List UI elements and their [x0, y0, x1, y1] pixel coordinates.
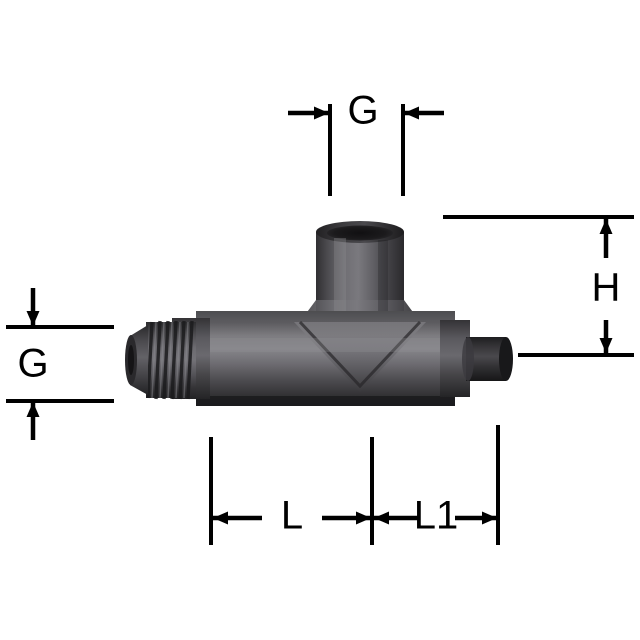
dim-label-l1: L1 [414, 494, 459, 538]
dim-label-g-left: G [17, 342, 48, 386]
branch-junction-vee [294, 322, 426, 392]
branch-bore [327, 225, 393, 241]
tee-fitting-illustration [125, 221, 513, 406]
male-threaded-end [125, 320, 196, 400]
dim-label-l: L [281, 494, 303, 538]
dimension-l-bottom: L [209, 437, 374, 545]
dim-label-h: H [592, 266, 621, 310]
dimension-l1-bottom: L1 [374, 425, 500, 545]
plain-socket-end [440, 320, 513, 397]
thread-grooves [146, 320, 194, 400]
dimension-h-right: H [443, 215, 634, 357]
right-socket-face [499, 337, 513, 381]
main-body-run [196, 311, 455, 406]
dim-label-g-top: G [347, 89, 378, 133]
dimension-g-top: G [288, 89, 444, 196]
dimension-g-left: G [6, 288, 114, 440]
